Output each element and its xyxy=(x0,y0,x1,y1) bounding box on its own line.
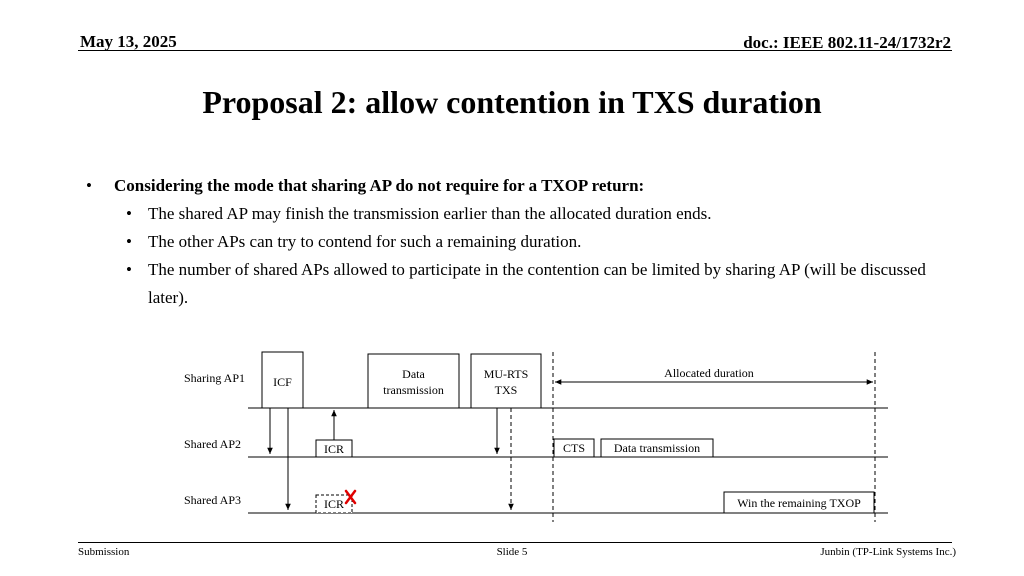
bullet-sub-text: The number of shared APs allowed to part… xyxy=(148,260,926,307)
mu-rts-label-line2: TXS xyxy=(495,383,518,397)
bullet-sub-text: The other APs can try to contend for suc… xyxy=(148,232,582,251)
icf-box xyxy=(261,351,304,409)
ap2-data-transmission-label: Data transmission xyxy=(614,441,700,455)
icr-ap2-label: ICR xyxy=(324,442,344,456)
footer-author: Junbin (TP-Link Systems Inc.) xyxy=(820,546,956,558)
data-transmission-label-line2: transmission xyxy=(383,383,444,397)
win-remaining-txop-box xyxy=(723,491,875,514)
header-doc-id: doc.: IEEE 802.11-24/1732r2 xyxy=(743,33,951,52)
data-transmission-box xyxy=(367,353,460,409)
header-date: May 13, 2025 xyxy=(80,32,177,51)
header-divider xyxy=(78,50,952,51)
bullet-main-text: Considering the mode that sharing AP do … xyxy=(114,176,645,195)
cts-label: CTS xyxy=(563,441,585,455)
slide-title: Proposal 2: allow contention in TXS dura… xyxy=(202,84,822,120)
bullet-sub-text: The shared AP may finish the transmissio… xyxy=(148,204,712,223)
ap2-data-transmission-box xyxy=(600,438,714,458)
icr-ap2-box xyxy=(315,439,353,458)
icf-label: ICF xyxy=(273,375,292,389)
mu-rts-label-line1: MU-RTS xyxy=(484,367,529,381)
icr-ap3-label: ICR xyxy=(324,497,344,511)
row-label-sharing-ap1: Sharing AP1 xyxy=(184,371,245,385)
icr-ap3-box xyxy=(315,494,353,514)
cross-mark-icon xyxy=(344,489,357,505)
footer-divider xyxy=(78,542,952,543)
bullet-dot-icon: • xyxy=(126,260,132,279)
row-label-shared-ap2: Shared AP2 xyxy=(184,437,241,451)
mu-rts-txs-box xyxy=(470,353,542,409)
footer-slide-number: Slide 5 xyxy=(496,546,528,558)
row-label-shared-ap3: Shared AP3 xyxy=(184,493,241,507)
footer-submission: Submission xyxy=(78,546,130,558)
cts-box xyxy=(553,438,595,458)
allocated-duration-label: Allocated duration xyxy=(664,366,754,380)
bullet-dot-icon: • xyxy=(126,232,132,251)
data-transmission-label-line1: Data xyxy=(402,367,425,381)
win-remaining-txop-label: Win the remaining TXOP xyxy=(737,496,861,510)
bullet-dot-icon: • xyxy=(86,176,92,195)
bullet-dot-icon: • xyxy=(126,204,132,223)
